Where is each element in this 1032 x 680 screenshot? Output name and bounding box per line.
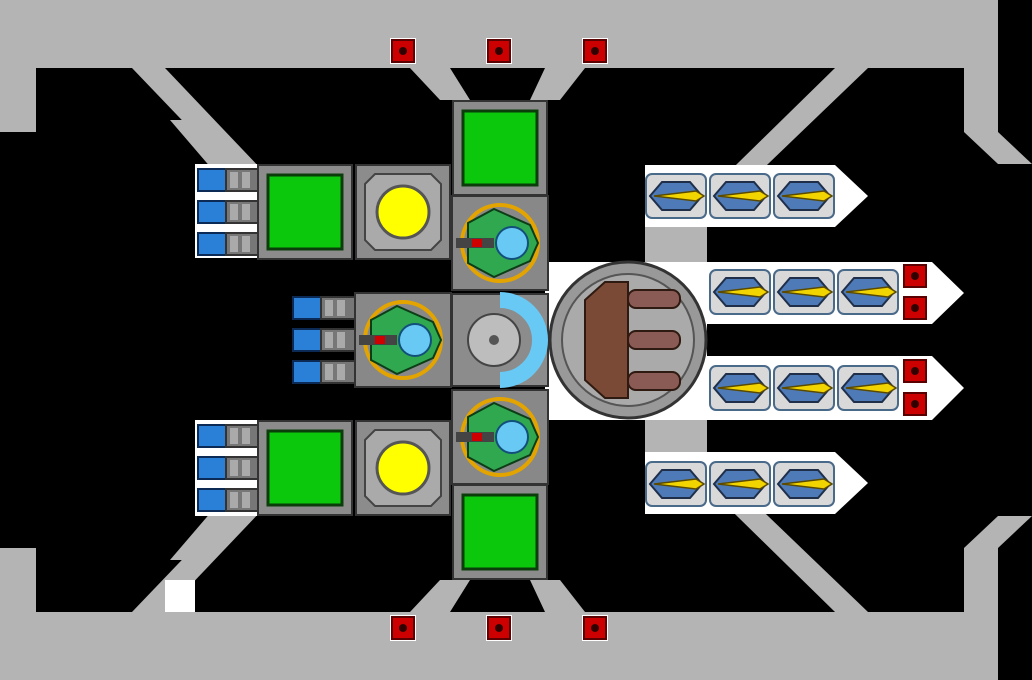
yellow-missile-icon[interactable] — [773, 173, 835, 219]
red-warning-block-icon[interactable] — [581, 614, 609, 642]
yellow-missile-icon[interactable] — [773, 365, 835, 411]
red-warning-block-icon[interactable] — [389, 614, 417, 642]
thruster-bank-middle[interactable] — [292, 296, 356, 384]
red-warning-block-icon[interactable] — [389, 37, 417, 65]
green-laser-turret-icon[interactable] — [450, 388, 550, 486]
yellow-missile-icon[interactable] — [709, 461, 771, 507]
red-warning-block-icon[interactable] — [485, 37, 513, 65]
yellow-missile-icon[interactable] — [837, 365, 899, 411]
blue-thruster-icon[interactable] — [197, 232, 261, 256]
yellow-missile-icon[interactable] — [773, 269, 835, 315]
blue-thruster-icon[interactable] — [197, 200, 261, 224]
yellow-missile-icon[interactable] — [709, 365, 771, 411]
blue-thruster-icon[interactable] — [292, 360, 356, 384]
red-warning-block-icon[interactable] — [901, 262, 929, 290]
green-power-core-icon[interactable] — [451, 99, 549, 197]
thruster-bank-bottom[interactable] — [195, 420, 265, 516]
green-laser-turret-icon[interactable] — [353, 291, 453, 389]
red-warning-block-icon[interactable] — [901, 390, 929, 418]
green-power-core-icon[interactable] — [451, 483, 549, 581]
yellow-reactor-icon[interactable] — [354, 419, 452, 517]
red-warning-block-icon[interactable] — [485, 614, 513, 642]
blue-thruster-icon[interactable] — [197, 456, 261, 480]
yellow-missile-icon[interactable] — [837, 269, 899, 315]
yellow-missile-icon[interactable] — [645, 461, 707, 507]
triple-barrel-cannon-icon[interactable] — [548, 260, 708, 420]
thruster-bank-top[interactable] — [195, 164, 265, 258]
blue-thruster-icon[interactable] — [197, 488, 261, 512]
green-power-core-icon[interactable] — [256, 163, 354, 261]
green-laser-turret-icon[interactable] — [450, 194, 550, 292]
yellow-reactor-icon[interactable] — [354, 163, 452, 261]
yellow-missile-icon[interactable] — [709, 173, 771, 219]
blue-thruster-icon[interactable] — [292, 296, 356, 320]
yellow-missile-icon[interactable] — [773, 461, 835, 507]
blue-shield-emitter-icon[interactable] — [451, 292, 549, 388]
yellow-missile-icon[interactable] — [645, 173, 707, 219]
green-power-core-icon[interactable] — [256, 419, 354, 517]
red-warning-block-icon[interactable] — [901, 294, 929, 322]
red-warning-block-icon[interactable] — [581, 37, 609, 65]
blue-thruster-icon[interactable] — [197, 168, 261, 192]
red-warning-block-icon[interactable] — [901, 357, 929, 385]
blue-thruster-icon[interactable] — [197, 424, 261, 448]
blue-thruster-icon[interactable] — [292, 328, 356, 352]
yellow-missile-icon[interactable] — [709, 269, 771, 315]
